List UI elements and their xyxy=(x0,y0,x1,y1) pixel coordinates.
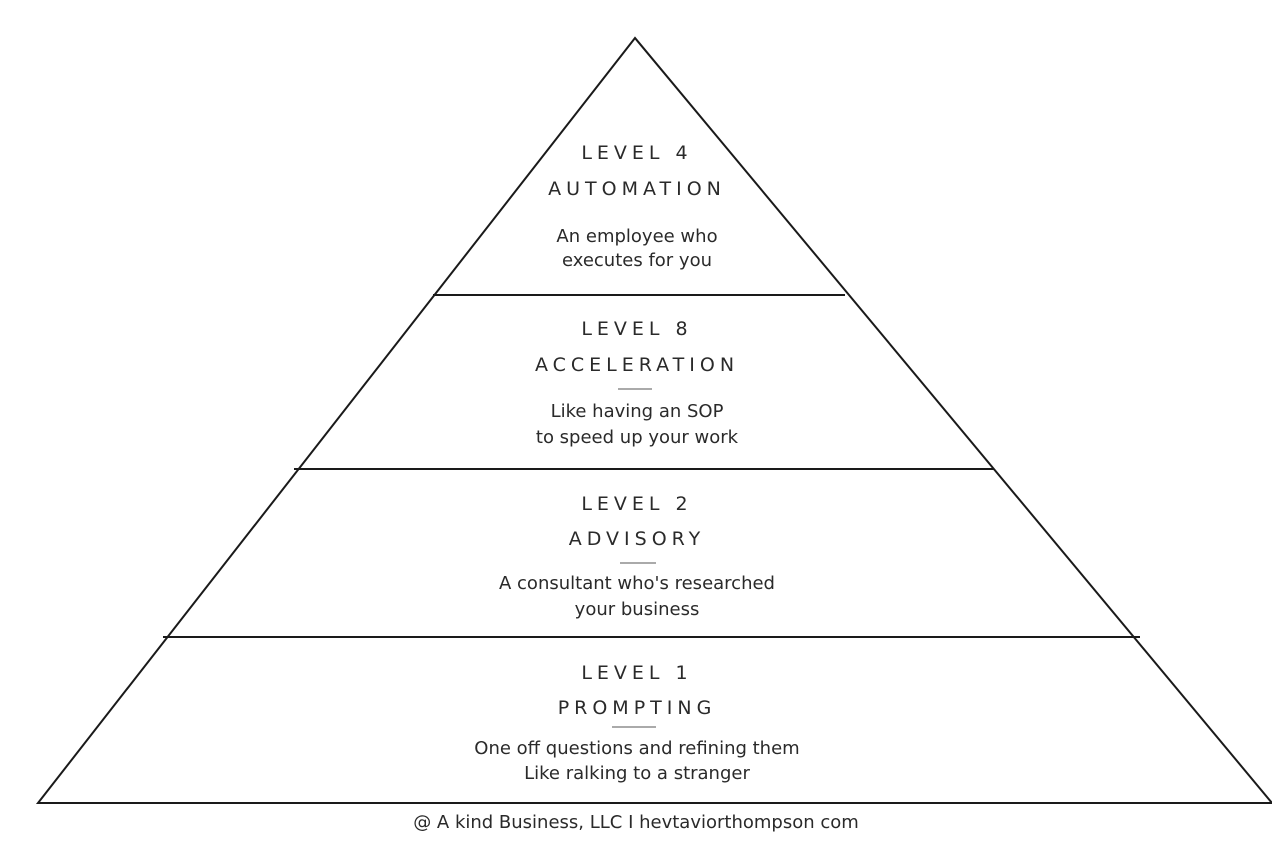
tier-level-4: LEVEL 4 AUTOMATION An employee who execu… xyxy=(548,142,726,271)
level-4-description-line1: An employee who xyxy=(556,226,717,247)
level-2-description-line1: A consultant who's researched xyxy=(499,573,775,594)
copyright-footer: @ A kind Business, LLC I hevtaviorthomps… xyxy=(413,812,859,833)
level-4-description-line2: executes for you xyxy=(562,250,712,271)
level-2-label: LEVEL 2 xyxy=(581,493,692,515)
level-8-label: LEVEL 8 xyxy=(581,318,692,340)
tier-level-8: LEVEL 8 ACCELERATION Like having an SOP … xyxy=(535,318,739,448)
level-2-name: ADVISORY xyxy=(569,528,706,550)
level-1-description-line1: One off questions and refining them xyxy=(474,738,799,759)
level-1-label: LEVEL 1 xyxy=(581,662,692,684)
level-1-description-line2: Like ralking to a stranger xyxy=(524,763,750,784)
level-8-name: ACCELERATION xyxy=(535,354,739,376)
tier-level-1: LEVEL 1 PROMPTING One off questions and … xyxy=(474,662,799,784)
tier-level-2: LEVEL 2 ADVISORY A consultant who's rese… xyxy=(499,493,775,620)
pyramid-outline xyxy=(35,36,1272,804)
level-2-description-line2: your business xyxy=(575,599,700,620)
level-8-description-line2: to speed up your work xyxy=(536,427,739,448)
level-4-label: LEVEL 4 xyxy=(581,142,692,164)
level-1-name: PROMPTING xyxy=(558,697,717,719)
level-4-name: AUTOMATION xyxy=(548,178,726,200)
level-8-description-line1: Like having an SOP xyxy=(551,401,724,422)
